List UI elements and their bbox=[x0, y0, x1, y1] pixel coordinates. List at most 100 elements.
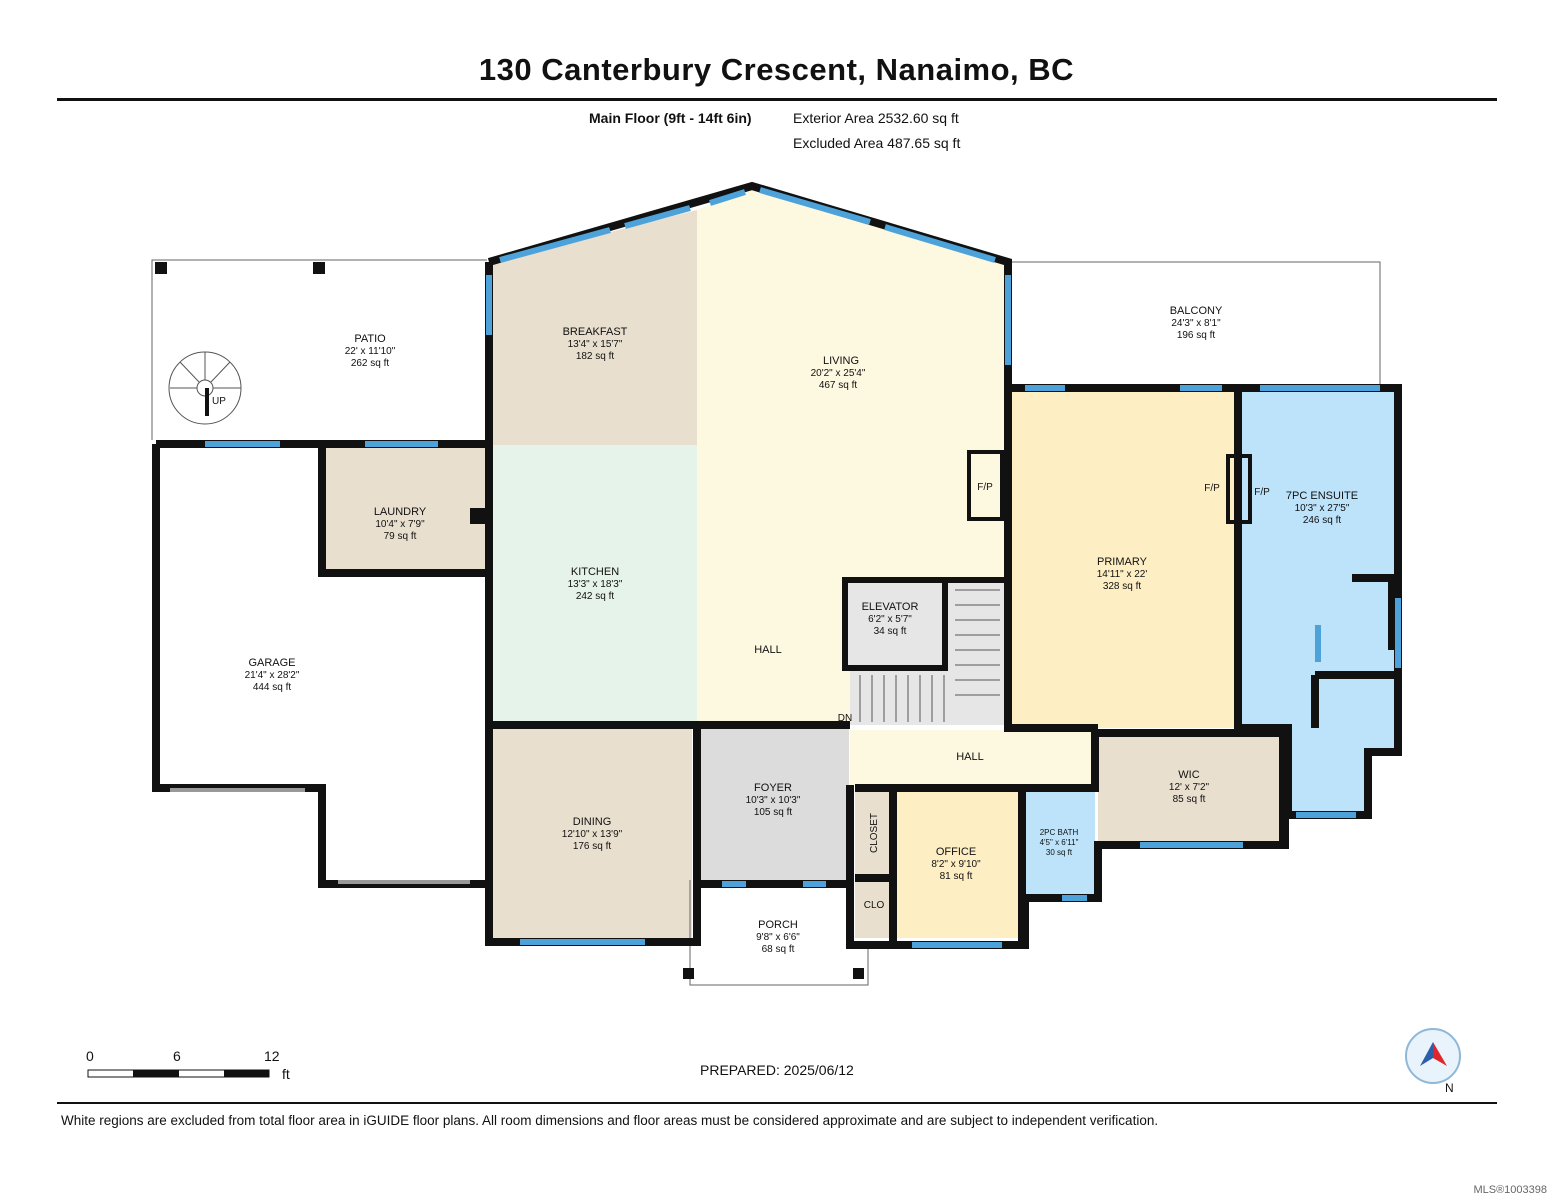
spiral-post bbox=[205, 388, 209, 416]
stair-treads bbox=[859, 589, 1000, 722]
title-rule bbox=[57, 98, 1497, 101]
laundry-fill bbox=[325, 448, 487, 573]
patio-dims: 22' x 11'10" bbox=[345, 346, 396, 357]
mls-number: MLS®1003398 bbox=[1473, 1184, 1547, 1196]
dining-name: DINING bbox=[573, 816, 612, 828]
living-area: 467 sq ft bbox=[819, 380, 858, 391]
compass-icon bbox=[1405, 1028, 1461, 1084]
living-dims: 20'2" x 25'4" bbox=[811, 368, 866, 379]
fp-living-label: F/P bbox=[977, 482, 993, 493]
kitchen-dims: 13'3" x 18'3" bbox=[568, 579, 623, 590]
posts bbox=[155, 262, 864, 979]
garage-doors bbox=[170, 788, 470, 884]
kitchen-name: KITCHEN bbox=[571, 566, 619, 578]
garage-name: GARAGE bbox=[248, 657, 295, 669]
bath-fill bbox=[1025, 788, 1095, 898]
windows bbox=[205, 187, 1401, 948]
patio-area: 262 sq ft bbox=[351, 358, 390, 369]
office-dims: 8'2" x 9'10" bbox=[931, 859, 981, 870]
excluded-area: Excluded Area 487.65 sq ft bbox=[793, 135, 961, 151]
scale-unit: ft bbox=[282, 1066, 290, 1082]
wic-fill bbox=[1098, 733, 1283, 845]
floor-label: Main Floor (9ft - 14ft 6in) bbox=[589, 110, 752, 126]
bath-name: 2PC BATH bbox=[1040, 828, 1079, 837]
laundry-dims: 10'4" x 7'9" bbox=[375, 519, 425, 530]
fp-primary-label: F/P bbox=[1204, 483, 1220, 494]
porch-name: PORCH bbox=[758, 919, 798, 931]
fp-ensuite-label: F/P bbox=[1254, 487, 1270, 498]
office-fill bbox=[895, 788, 1023, 938]
breakfast-dims: 13'4" x 15'7" bbox=[568, 339, 623, 350]
scale-tick-12: 12 bbox=[264, 1048, 280, 1064]
up-label: UP bbox=[212, 396, 226, 407]
primary-area: 328 sq ft bbox=[1103, 581, 1142, 592]
spiral-stair bbox=[168, 351, 242, 425]
foyer-fill bbox=[697, 725, 849, 880]
dining-fill bbox=[492, 728, 692, 942]
exterior-area: Exterior Area 2532.60 sq ft bbox=[793, 110, 959, 126]
footer-rule bbox=[57, 1102, 1497, 1104]
wic-name: WIC bbox=[1178, 769, 1199, 781]
scale-bar bbox=[87, 1069, 270, 1078]
laundry-area: 79 sq ft bbox=[384, 531, 417, 542]
office-name: OFFICE bbox=[936, 846, 976, 858]
closet-label: CLOSET bbox=[869, 813, 880, 853]
scale-tick-0: 0 bbox=[86, 1048, 94, 1064]
kitchen-area: 242 sq ft bbox=[576, 591, 615, 602]
plan-title: 130 Canterbury Crescent, Nanaimo, BC bbox=[478, 52, 1075, 87]
elevator-name: ELEVATOR bbox=[862, 601, 919, 613]
breakfast-area: 182 sq ft bbox=[576, 351, 615, 362]
patio-name: PATIO bbox=[354, 333, 386, 345]
prepared-date: PREPARED: 2025/06/12 bbox=[700, 1062, 854, 1078]
foyer-name: FOYER bbox=[754, 782, 792, 794]
clo-label: CLO bbox=[864, 900, 885, 911]
primary-dims: 14'11" x 22' bbox=[1097, 569, 1148, 580]
closet-fill bbox=[855, 790, 890, 878]
dining-area: 176 sq ft bbox=[573, 841, 612, 852]
garage-wall bbox=[152, 440, 493, 888]
room-fills bbox=[325, 188, 1398, 942]
garage-dims: 21'4" x 28'2" bbox=[245, 670, 300, 681]
living-name: LIVING bbox=[823, 355, 859, 367]
scale-tick-6: 6 bbox=[173, 1048, 181, 1064]
bath-area: 30 sq ft bbox=[1046, 848, 1073, 857]
ensuite-name: 7PC ENSUITE bbox=[1286, 490, 1358, 502]
primary-fill bbox=[1008, 390, 1238, 728]
living-fill bbox=[697, 188, 1005, 725]
ensuite-area: 246 sq ft bbox=[1303, 515, 1342, 526]
ensuite-inner2 bbox=[1352, 574, 1396, 650]
breakfast-name: BREAKFAST bbox=[563, 326, 628, 338]
laundry-name: LAUNDRY bbox=[374, 506, 427, 518]
disclaimer: White regions are excluded from total fl… bbox=[61, 1113, 1159, 1128]
primary-name: PRIMARY bbox=[1097, 556, 1148, 568]
patio-outline bbox=[151, 259, 487, 440]
ensuite-divider bbox=[1234, 390, 1292, 815]
dining-wall bbox=[485, 721, 701, 946]
clo-fill bbox=[855, 880, 893, 938]
ensuite-fill bbox=[1240, 390, 1398, 815]
excluded-outlines bbox=[151, 259, 1381, 986]
walls bbox=[152, 181, 1402, 949]
ensuite-dims: 10'3" x 27'5" bbox=[1295, 503, 1350, 514]
balcony-outline bbox=[1010, 261, 1381, 388]
elevator-fill bbox=[845, 580, 945, 668]
garage-area: 444 sq ft bbox=[253, 682, 292, 693]
porch-dims: 9'8" x 6'6" bbox=[756, 932, 800, 943]
balcony-area: 196 sq ft bbox=[1177, 330, 1216, 341]
balcony-name: BALCONY bbox=[1170, 305, 1223, 317]
wic-area: 85 sq ft bbox=[1173, 794, 1206, 805]
breakfast-fill bbox=[492, 210, 697, 445]
balcony-dims: 24'3" x 8'1" bbox=[1171, 318, 1221, 329]
bath-dims: 4'5" x 6'11" bbox=[1040, 838, 1079, 847]
wic-dims: 12' x 7'2" bbox=[1169, 782, 1210, 793]
porch-outline bbox=[689, 880, 869, 986]
fireplaces bbox=[967, 450, 1252, 524]
office-area: 81 sq ft bbox=[940, 871, 973, 882]
elevator-area: 34 sq ft bbox=[874, 626, 907, 637]
elevator-walls bbox=[842, 577, 1005, 671]
elevator-dims: 6'2" x 5'7" bbox=[868, 614, 912, 625]
dn-label: DN bbox=[838, 713, 852, 724]
foyer-dims: 10'3" x 10'3" bbox=[746, 795, 801, 806]
foyer-area: 105 sq ft bbox=[754, 807, 793, 818]
